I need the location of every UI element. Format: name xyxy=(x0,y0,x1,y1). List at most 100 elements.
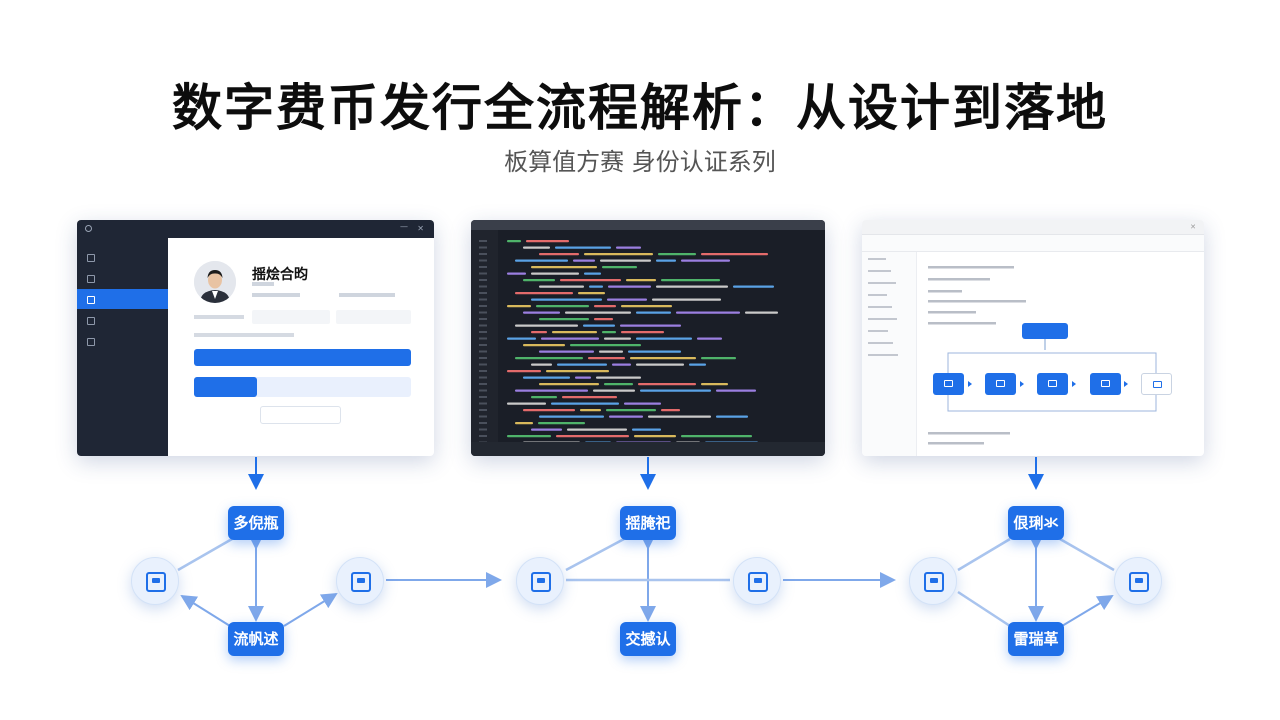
code-token xyxy=(580,409,601,412)
code-token xyxy=(716,415,748,418)
window-titlebar: ✕ — xyxy=(77,220,434,238)
line-number xyxy=(479,402,487,405)
node-group1-top: 多倪瓶 xyxy=(228,506,284,540)
flow-step xyxy=(1037,373,1068,395)
code-token xyxy=(716,389,756,392)
code-token xyxy=(636,337,692,340)
page-title: 数字费币发行全流程解析：从设计到落地 xyxy=(172,79,1108,137)
doc-text-lines xyxy=(868,258,1157,445)
close-icon[interactable]: ✕ xyxy=(1190,223,1196,231)
code-token xyxy=(507,402,546,405)
sidebar-item[interactable] xyxy=(77,247,168,267)
code-token xyxy=(539,318,589,321)
line-number xyxy=(479,383,487,385)
doc-titlebar: ✕ xyxy=(862,220,1204,235)
line-number xyxy=(479,370,487,372)
form-field[interactable] xyxy=(336,310,411,324)
code-token xyxy=(523,409,575,412)
code-token xyxy=(632,428,661,431)
code-lines xyxy=(479,240,778,444)
text-line xyxy=(928,311,976,314)
code-token xyxy=(584,253,653,256)
sidebar-item[interactable] xyxy=(77,331,168,351)
code-token xyxy=(609,415,643,418)
form-label xyxy=(194,315,244,319)
code-token xyxy=(531,396,557,399)
flow-step xyxy=(1090,373,1121,395)
checklist-icon xyxy=(516,557,564,605)
profile-window: ✕ — 揺烩合昀 xyxy=(77,220,434,456)
secondary-button[interactable] xyxy=(260,406,341,424)
line-number xyxy=(479,363,487,366)
text-line xyxy=(928,300,1026,303)
code-token xyxy=(604,383,633,386)
code-token xyxy=(578,292,605,295)
node-group2-bottom: 交撼认 xyxy=(620,622,676,656)
flow-arrow xyxy=(1124,381,1128,387)
code-token xyxy=(584,272,601,275)
code-token xyxy=(539,253,579,256)
code-token xyxy=(573,259,595,262)
line-number xyxy=(479,246,487,249)
submit-button[interactable] xyxy=(194,349,411,366)
sidebar-item-active[interactable] xyxy=(77,289,168,309)
outline-line xyxy=(868,330,888,332)
sidebar-item[interactable] xyxy=(77,268,168,288)
code-token xyxy=(531,272,579,275)
flow-step xyxy=(933,373,964,395)
outline-line xyxy=(868,282,896,284)
code-token xyxy=(608,285,651,288)
profile-meta xyxy=(252,293,300,297)
code-token xyxy=(676,311,740,314)
code-token xyxy=(541,337,599,340)
editor-titlebar xyxy=(471,220,825,230)
form-field[interactable] xyxy=(252,310,330,324)
code-token xyxy=(507,305,531,308)
document-icon xyxy=(336,557,384,605)
minimize-icon[interactable]: — xyxy=(400,222,408,231)
sidebar-item[interactable] xyxy=(77,310,168,330)
line-gutter xyxy=(471,230,498,442)
card-icon xyxy=(1114,557,1162,605)
code-token xyxy=(560,279,621,282)
code-token xyxy=(701,253,768,256)
outline-line xyxy=(868,306,892,308)
close-icon[interactable]: ✕ xyxy=(417,224,424,233)
code-token xyxy=(565,311,631,314)
code-token xyxy=(661,279,720,282)
code-token xyxy=(604,337,631,340)
code-token xyxy=(612,363,631,366)
node-group3-top: 佷琍氺 xyxy=(1008,506,1064,540)
code-token xyxy=(628,350,681,353)
flow-arrow xyxy=(1072,381,1076,387)
outline-line xyxy=(868,270,891,272)
code-token xyxy=(636,311,671,314)
code-token xyxy=(599,350,623,353)
text-line xyxy=(928,290,962,293)
code-token xyxy=(536,305,589,308)
code-token xyxy=(507,370,541,373)
code-token xyxy=(656,285,728,288)
code-token xyxy=(523,376,570,379)
line-number xyxy=(479,435,487,437)
code-token xyxy=(515,422,533,425)
code-token xyxy=(515,292,573,295)
code-token xyxy=(681,259,730,262)
flow-step xyxy=(985,373,1016,395)
code-token xyxy=(523,344,565,347)
app-logo-icon xyxy=(85,225,92,232)
code-token xyxy=(596,376,641,379)
code-token xyxy=(539,350,594,353)
segment-primary[interactable] xyxy=(194,377,257,397)
code-token xyxy=(515,357,583,360)
line-number xyxy=(479,259,487,262)
node-group2-top: 揺腌祀 xyxy=(620,506,676,540)
code-token xyxy=(555,246,611,249)
code-token xyxy=(552,331,597,334)
code-token xyxy=(594,318,613,321)
segmented-control[interactable] xyxy=(194,377,411,397)
code-token xyxy=(594,305,616,308)
line-number xyxy=(479,344,487,346)
flow-step-end xyxy=(1141,373,1172,395)
sidebar xyxy=(77,238,168,456)
